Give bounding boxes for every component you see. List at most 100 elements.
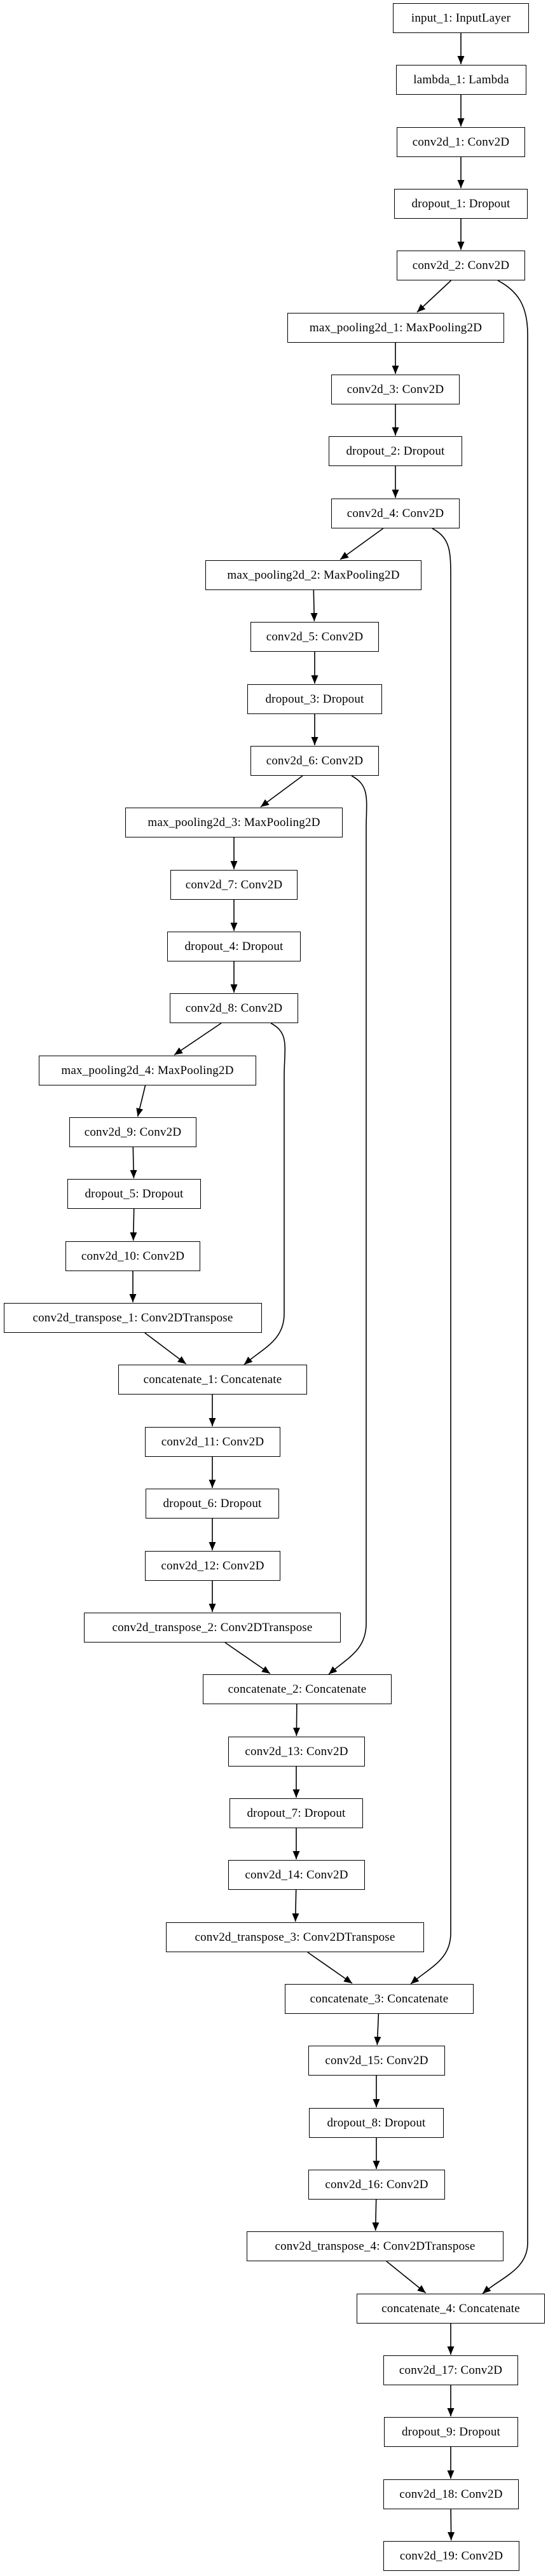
node-dropout_7-label: dropout_7: Dropout bbox=[247, 1806, 346, 1820]
node-conv2d_15: conv2d_15: Conv2D bbox=[308, 2046, 445, 2076]
node-concatenate_2: concatenate_2: Concatenate bbox=[203, 1674, 392, 1704]
node-max_pooling2d_3: max_pooling2d_3: MaxPooling2D bbox=[125, 808, 343, 837]
node-input_1: input_1: InputLayer bbox=[393, 3, 529, 33]
edge-conv2d_transpose_2-to-concatenate_2 bbox=[224, 1642, 271, 1674]
edge-conv2d_transpose_4-to-concatenate_4 bbox=[386, 2261, 427, 2294]
node-conv2d_4: conv2d_4: Conv2D bbox=[331, 499, 460, 528]
node-concatenate_4-label: concatenate_4: Concatenate bbox=[381, 2301, 520, 2315]
node-max_pooling2d_4: max_pooling2d_4: MaxPooling2D bbox=[39, 1056, 256, 1085]
node-conv2d_transpose_3-label: conv2d_transpose_3: Conv2DTranspose bbox=[195, 1930, 395, 1944]
node-lambda_1-label: lambda_1: Lambda bbox=[413, 72, 509, 86]
edge-concatenate_3-to-conv2d_15 bbox=[374, 2013, 381, 2046]
node-dropout_4: dropout_4: Dropout bbox=[167, 932, 301, 961]
node-dropout_6: dropout_6: Dropout bbox=[146, 1489, 279, 1519]
node-conv2d_8: conv2d_8: Conv2D bbox=[170, 993, 298, 1023]
edge-max_pooling2d_2-to-conv2d_5 bbox=[310, 589, 318, 622]
node-conv2d_transpose_2: conv2d_transpose_2: Conv2DTranspose bbox=[84, 1613, 341, 1643]
node-max_pooling2d_4-label: max_pooling2d_4: MaxPooling2D bbox=[61, 1063, 234, 1077]
node-conv2d_transpose_2-label: conv2d_transpose_2: Conv2DTranspose bbox=[112, 1620, 313, 1634]
node-conv2d_10-label: conv2d_10: Conv2D bbox=[81, 1249, 185, 1263]
node-conv2d_9: conv2d_9: Conv2D bbox=[69, 1117, 196, 1147]
edge-conv2d_6-to-max_pooling2d_3 bbox=[260, 775, 303, 808]
node-concatenate_1-label: concatenate_1: Concatenate bbox=[143, 1372, 282, 1386]
node-conv2d_8-label: conv2d_8: Conv2D bbox=[185, 1001, 283, 1015]
node-conv2d_transpose_3: conv2d_transpose_3: Conv2DTranspose bbox=[166, 1922, 424, 1952]
node-conv2d_17-label: conv2d_17: Conv2D bbox=[399, 2363, 503, 2377]
node-conv2d_17: conv2d_17: Conv2D bbox=[383, 2355, 518, 2385]
node-dropout_2: dropout_2: Dropout bbox=[329, 436, 462, 466]
edge-group bbox=[129, 33, 528, 2541]
node-conv2d_18: conv2d_18: Conv2D bbox=[383, 2479, 519, 2509]
edge-conv2d_8-to-max_pooling2d_4 bbox=[174, 1023, 222, 1056]
node-conv2d_transpose_4: conv2d_transpose_4: Conv2DTranspose bbox=[247, 2231, 503, 2261]
node-input_1-label: input_1: InputLayer bbox=[411, 11, 511, 25]
node-concatenate_1: concatenate_1: Concatenate bbox=[118, 1365, 307, 1395]
node-conv2d_7-label: conv2d_7: Conv2D bbox=[185, 878, 283, 892]
node-conv2d_6: conv2d_6: Conv2D bbox=[250, 746, 379, 776]
node-dropout_9-label: dropout_9: Dropout bbox=[401, 2425, 501, 2439]
node-dropout_6-label: dropout_6: Dropout bbox=[163, 1496, 262, 1510]
node-conv2d_2-label: conv2d_2: Conv2D bbox=[412, 258, 510, 272]
node-max_pooling2d_1: max_pooling2d_1: MaxPooling2D bbox=[287, 313, 504, 343]
node-dropout_5: dropout_5: Dropout bbox=[67, 1179, 201, 1209]
node-conv2d_13-label: conv2d_13: Conv2D bbox=[245, 1744, 348, 1758]
node-conv2d_9-label: conv2d_9: Conv2D bbox=[84, 1125, 182, 1139]
edge-conv2d_4-to-concatenate_3 bbox=[410, 528, 451, 1985]
edge-conv2d_2-to-max_pooling2d_1 bbox=[416, 280, 452, 313]
edge-conv2d_transpose_3-to-concatenate_3 bbox=[307, 1952, 353, 1984]
node-dropout_2-label: dropout_2: Dropout bbox=[346, 444, 445, 458]
node-conv2d_15-label: conv2d_15: Conv2D bbox=[325, 2053, 428, 2067]
node-conv2d_19: conv2d_19: Conv2D bbox=[383, 2541, 519, 2571]
node-dropout_7: dropout_7: Dropout bbox=[229, 1798, 363, 1828]
node-conv2d_3: conv2d_3: Conv2D bbox=[331, 375, 460, 404]
node-conv2d_13: conv2d_13: Conv2D bbox=[228, 1737, 365, 1767]
edge-conv2d_8-to-concatenate_1 bbox=[243, 1023, 286, 1365]
node-conv2d_12-label: conv2d_12: Conv2D bbox=[161, 1559, 264, 1573]
edge-concatenate_2-to-conv2d_13 bbox=[292, 1704, 300, 1737]
node-dropout_8-label: dropout_8: Dropout bbox=[327, 2116, 426, 2130]
node-max_pooling2d_2-label: max_pooling2d_2: MaxPooling2D bbox=[227, 568, 400, 582]
node-concatenate_4: concatenate_4: Concatenate bbox=[357, 2294, 545, 2324]
node-conv2d_1-label: conv2d_1: Conv2D bbox=[412, 135, 510, 149]
node-conv2d_14: conv2d_14: Conv2D bbox=[228, 1860, 365, 1890]
node-conv2d_2: conv2d_2: Conv2D bbox=[397, 251, 525, 280]
node-conv2d_1: conv2d_1: Conv2D bbox=[397, 127, 525, 157]
edge-max_pooling2d_4-to-conv2d_9 bbox=[136, 1085, 146, 1117]
node-conv2d_3-label: conv2d_3: Conv2D bbox=[346, 382, 444, 396]
node-conv2d_transpose_1-label: conv2d_transpose_1: Conv2DTranspose bbox=[32, 1311, 233, 1325]
edge-conv2d_4-to-max_pooling2d_2 bbox=[339, 528, 384, 560]
node-max_pooling2d_2: max_pooling2d_2: MaxPooling2D bbox=[205, 560, 421, 590]
node-conv2d_14-label: conv2d_14: Conv2D bbox=[245, 1868, 348, 1882]
node-dropout_5-label: dropout_5: Dropout bbox=[85, 1187, 184, 1201]
node-concatenate_2-label: concatenate_2: Concatenate bbox=[228, 1682, 367, 1696]
edge-conv2d_2-to-concatenate_4 bbox=[482, 280, 528, 2294]
node-conv2d_19-label: conv2d_19: Conv2D bbox=[399, 2549, 503, 2563]
node-conv2d_7: conv2d_7: Conv2D bbox=[170, 870, 298, 900]
node-conv2d_11-label: conv2d_11: Conv2D bbox=[161, 1435, 264, 1449]
node-dropout_1-label: dropout_1: Dropout bbox=[411, 196, 510, 210]
node-conv2d_12: conv2d_12: Conv2D bbox=[145, 1551, 280, 1581]
node-conv2d_16-label: conv2d_16: Conv2D bbox=[325, 2177, 428, 2191]
node-conv2d_transpose_4-label: conv2d_transpose_4: Conv2DTranspose bbox=[275, 2239, 476, 2253]
node-conv2d_5: conv2d_5: Conv2D bbox=[250, 622, 379, 652]
node-dropout_1: dropout_1: Dropout bbox=[394, 189, 528, 219]
node-conv2d_18-label: conv2d_18: Conv2D bbox=[399, 2487, 503, 2501]
node-conv2d_5-label: conv2d_5: Conv2D bbox=[266, 630, 364, 644]
node-dropout_3-label: dropout_3: Dropout bbox=[265, 692, 364, 706]
node-conv2d_4-label: conv2d_4: Conv2D bbox=[346, 506, 444, 520]
node-concatenate_3: concatenate_3: Concatenate bbox=[285, 1984, 474, 2014]
node-concatenate_3-label: concatenate_3: Concatenate bbox=[310, 1992, 449, 2006]
edge-conv2d_transpose_1-to-concatenate_1 bbox=[144, 1332, 187, 1365]
node-conv2d_10: conv2d_10: Conv2D bbox=[65, 1241, 200, 1271]
node-max_pooling2d_1-label: max_pooling2d_1: MaxPooling2D bbox=[309, 320, 483, 334]
node-conv2d_transpose_1: conv2d_transpose_1: Conv2DTranspose bbox=[4, 1303, 262, 1333]
node-dropout_4-label: dropout_4: Dropout bbox=[184, 939, 284, 953]
node-conv2d_11: conv2d_11: Conv2D bbox=[145, 1427, 280, 1457]
node-dropout_3: dropout_3: Dropout bbox=[247, 684, 382, 714]
node-conv2d_6-label: conv2d_6: Conv2D bbox=[266, 754, 364, 768]
node-dropout_8: dropout_8: Dropout bbox=[309, 2108, 444, 2138]
edge-conv2d_9-to-dropout_5 bbox=[130, 1147, 137, 1179]
node-dropout_9: dropout_9: Dropout bbox=[384, 2417, 518, 2447]
